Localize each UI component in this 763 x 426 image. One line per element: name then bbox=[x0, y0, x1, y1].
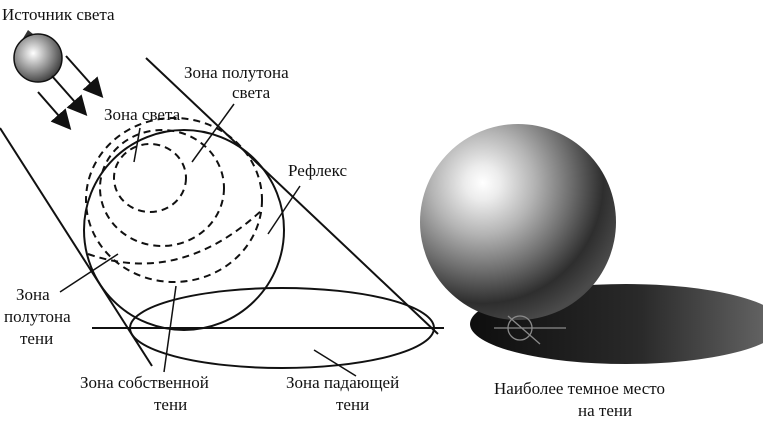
light-ray-arrow bbox=[65, 55, 104, 98]
label-cast-shadow-line2: тени bbox=[336, 395, 369, 414]
light-rays bbox=[37, 55, 104, 131]
tangent-line-left bbox=[0, 127, 153, 367]
halftone-light-contour bbox=[99, 129, 225, 247]
sphere-outline bbox=[83, 129, 285, 331]
labels: Источник света Зона полутона света Зона … bbox=[2, 5, 665, 420]
shaded-sphere bbox=[420, 124, 616, 320]
label-halftone-shadow-line2: полутона bbox=[4, 307, 71, 326]
rendered-sphere-group bbox=[420, 124, 763, 364]
leader-halftone-light bbox=[191, 103, 235, 163]
leader-light-zone bbox=[133, 127, 141, 163]
label-darkest-line1: Наиболее темное место bbox=[494, 379, 665, 398]
darkest-point-arrow bbox=[507, 315, 541, 345]
label-darkest-line2: на тени bbox=[578, 401, 632, 420]
label-halftone-light-line1: Зона полутона bbox=[184, 63, 289, 82]
light-ray-arrow bbox=[37, 91, 72, 131]
leader-halftone-shadow bbox=[59, 253, 119, 293]
darkest-point-marker bbox=[494, 315, 566, 345]
label-light-zone: Зона света bbox=[104, 105, 181, 124]
cast-shadow-ellipse bbox=[129, 287, 435, 369]
leader-reflex bbox=[267, 185, 301, 235]
light-ray-arrow bbox=[51, 75, 88, 116]
bulb-icon bbox=[13, 33, 63, 83]
tangent-line-right bbox=[145, 57, 439, 335]
label-cast-shadow-line1: Зона падающей bbox=[286, 373, 399, 392]
light-zone-contour bbox=[113, 143, 187, 213]
label-reflex: Рефлекс bbox=[288, 161, 347, 180]
label-light-source: Источник света bbox=[2, 5, 115, 24]
label-own-shadow-line2: тени bbox=[154, 395, 187, 414]
light-source bbox=[13, 30, 63, 83]
terminator-line bbox=[87, 209, 263, 265]
leader-own-shadow bbox=[163, 285, 177, 373]
label-own-shadow-line1: Зона собственной bbox=[80, 373, 209, 392]
halftone-light-outer-contour bbox=[85, 117, 263, 283]
label-halftone-shadow-line3: тени bbox=[20, 329, 53, 348]
label-halftone-light-line2: света bbox=[232, 83, 271, 102]
label-halftone-shadow-line1: Зона bbox=[16, 285, 50, 304]
schematic bbox=[0, 57, 444, 377]
leader-cast-shadow bbox=[313, 349, 357, 377]
